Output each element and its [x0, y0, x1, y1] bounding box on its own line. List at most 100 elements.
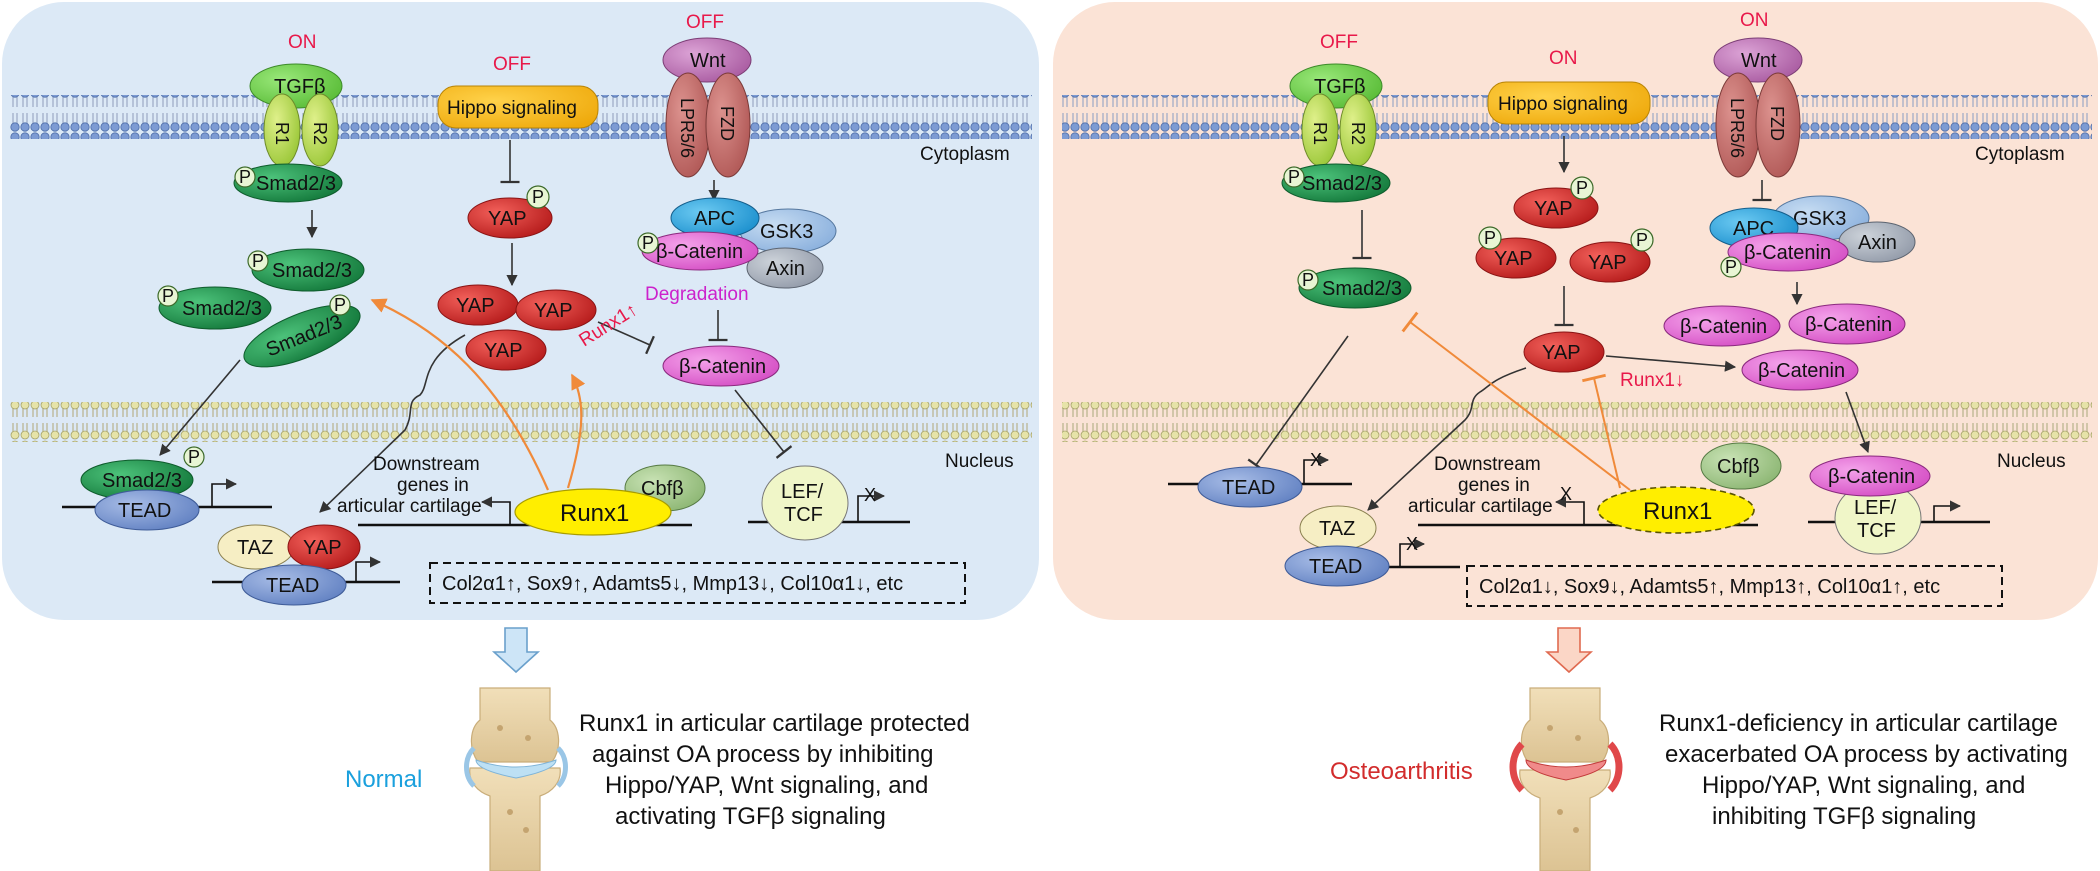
right-cytoplasm-label: Cytoplasm [1975, 144, 2065, 165]
left-smad-c [243, 304, 361, 368]
left-p-catenin-label: P [642, 233, 654, 253]
right-cbfb [1700, 442, 1782, 490]
left-tead-2-label: TEAD [266, 575, 319, 597]
left-wnt-status: OFF [686, 12, 724, 33]
left-smad-nuclear-label: Smad2/3 [102, 470, 182, 492]
left-orange-to-smad [370, 298, 550, 491]
right-hippo-status: ON [1549, 48, 1578, 69]
left-yap-b-label: YAP [534, 300, 573, 322]
right-axin-label: Axin [1858, 232, 1897, 254]
left-runx1-label: Runx1 [560, 500, 629, 527]
left-inhibit-yap-catenin [597, 321, 655, 355]
left-r1-label: R1 [272, 122, 292, 145]
right-p-smad-1 [1283, 166, 1305, 188]
left-state-label: Normal [345, 766, 422, 793]
left-smad-receptor [233, 163, 343, 203]
right-tgfb-status: OFF [1320, 32, 1358, 53]
right-runx1-label: Runx1 [1643, 498, 1712, 525]
right-catenin-nuclear-label: β-Catenin [1828, 466, 1915, 488]
left-smad-b-label: Smad2/3 [182, 298, 262, 320]
left-p-yap [526, 185, 550, 209]
right-down-arrow [1544, 627, 1594, 674]
left-catenin-free [662, 345, 780, 387]
left-hippo-box [437, 85, 599, 129]
left-cbfb-label: Cbfβ [641, 478, 684, 500]
left-fzd-label: FZD [717, 106, 737, 141]
right-hippo-box [1487, 81, 1651, 125]
right-caption-2: exacerbated OA process by activating [1665, 741, 2068, 768]
right-catenin-a [1663, 305, 1781, 347]
left-inhibit-catenin-nucleus [734, 389, 793, 459]
left-panel: Cytoplasm Nucleus ON TGFβ R1 R2 Smad2/3 … [2, 2, 1039, 620]
left-tgfb-status: ON [288, 32, 317, 53]
left-hippo-status: OFF [493, 54, 531, 75]
left-nucleus-label: Nucleus [945, 451, 1014, 472]
right-catenin-complex [1727, 232, 1849, 272]
left-genes-box [429, 562, 966, 604]
right-tgfb-label: TGFβ [1314, 76, 1366, 98]
right-x-runx1: X [1560, 484, 1572, 504]
left-smad-a [251, 248, 365, 292]
right-lef-label: LEF/ [1854, 497, 1897, 519]
right-smad-receptor-label: Smad2/3 [1302, 173, 1382, 195]
left-p-smad-nuclear [183, 446, 205, 468]
left-arrow-smad-nucleus [159, 359, 241, 456]
left-caption-3: Hippo/YAP, Wnt signaling, and [605, 772, 928, 799]
left-p-smad-a-label: P [252, 251, 264, 271]
left-tead-1 [94, 489, 200, 531]
right-p-yap-3-label: P [1636, 230, 1648, 250]
left-downstream-2: genes in [397, 475, 469, 496]
right-nuclear-membrane [1062, 402, 2092, 442]
right-tead-1 [1197, 466, 1303, 508]
left-runx1 [514, 488, 672, 536]
left-tead-2 [241, 564, 347, 606]
right-orange-inhibit-yap [1581, 373, 1621, 489]
right-genes-box [1466, 565, 2003, 607]
right-hippo-label: Hippo signaling [1498, 94, 1628, 115]
left-r2-label: R2 [310, 122, 330, 145]
left-p-smad-b [157, 285, 179, 307]
right-catenin-c [1741, 349, 1859, 391]
right-p-catenin [1720, 256, 1742, 278]
right-arrow-yap-catenin [1605, 355, 1737, 372]
right-p-smad-free-label: P [1302, 270, 1314, 290]
right-genes-text: Col2α1↓, Sox9↓, Adamts5↑, Mmp13↑, Col10α… [1479, 576, 1940, 598]
left-receptor-r2 [301, 93, 339, 167]
left-p-smad-a [247, 250, 269, 272]
left-caption-1: Runx1 in articular cartilage protected [579, 710, 970, 737]
left-cytoplasm-label: Cytoplasm [920, 144, 1010, 165]
left-tss-taz [355, 556, 382, 582]
left-knee-joint [464, 687, 568, 871]
right-p-yap-3 [1630, 228, 1654, 252]
left-down-arrow [491, 627, 541, 674]
left-wnt-label: Wnt [690, 50, 726, 72]
right-downstream-2: genes in [1458, 475, 1530, 496]
right-p-yap-1-label: P [1576, 178, 1588, 198]
right-tead-2 [1284, 545, 1390, 587]
left-yap-p-label: YAP [488, 208, 527, 230]
right-tss-taz [1399, 538, 1426, 567]
left-hippo-label: Hippo signaling [447, 98, 577, 119]
right-tcf-label: TCF [1857, 520, 1896, 542]
left-yap-c [465, 329, 547, 371]
left-p-smad-c-label: P [334, 295, 346, 315]
left-yap-p [467, 197, 553, 239]
left-yap-b [515, 289, 597, 331]
left-tss-runx1 [480, 496, 511, 525]
right-caption-1: Runx1-deficiency in articular cartilage [1659, 710, 2058, 737]
left-tcf-label: TCF [784, 504, 823, 526]
left-degradation-label: Degradation [645, 284, 749, 305]
left-smad-receptor-label: Smad2/3 [256, 173, 336, 195]
right-downstream-1: Downstream [1434, 454, 1541, 475]
left-catenin-free-label: β-Catenin [679, 356, 766, 378]
left-p-catenin [637, 232, 659, 254]
right-tead-1-label: TEAD [1222, 477, 1275, 499]
right-p-yap-2-label: P [1484, 228, 1496, 248]
right-downstream-3: articular cartilage [1408, 496, 1553, 517]
right-yap-b-label: YAP [1588, 252, 1627, 274]
right-p-catenin-label: P [1725, 257, 1737, 277]
right-wnt-status: ON [1740, 10, 1769, 31]
right-gsk3-label: GSK3 [1793, 208, 1846, 230]
left-fzd-receptor [705, 72, 751, 178]
left-lef-label: LEF/ [781, 481, 824, 503]
